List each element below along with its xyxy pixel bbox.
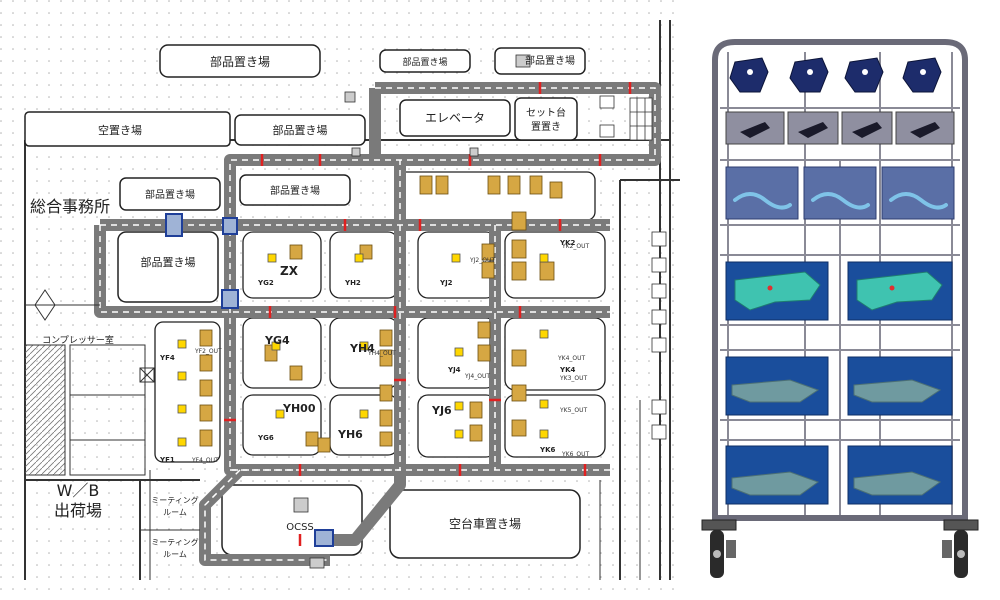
zone-parts-top — [159, 44, 321, 78]
label-meeting2: ミーティング — [151, 537, 199, 547]
label-office: 総合事務所 — [30, 197, 110, 216]
workstations — [177, 54, 667, 569]
zone-parts-row2 — [239, 174, 351, 206]
label-empty-storage: 空置き場 — [98, 123, 142, 137]
label-shipping: 出荷場 — [54, 501, 102, 520]
cell-label: YK6 — [539, 446, 555, 454]
zone-parts-small-1 — [379, 49, 471, 73]
tag-label: YF4_OUT — [191, 457, 219, 464]
cell-label: YG4 — [264, 334, 290, 347]
left-structures — [24, 289, 641, 580]
label-ocss: OCSS — [286, 522, 314, 533]
zone-empty-storage — [24, 111, 231, 147]
cell-labels: YG2 YH2 YJ2 YK2 YG4 YH4 YJ4 YK4 YG6 YH6 … — [159, 239, 575, 464]
cell-label: YH2 — [344, 279, 361, 287]
label-empty-cart: 空台車置き場 — [449, 516, 521, 531]
tag-label: YF2_OUT — [194, 348, 222, 355]
zone-elevator — [399, 99, 511, 137]
tag-labels: YK2_OUT YJ2_OUT YK4_OUT YJ4_OUT YH4_OUT … — [191, 243, 590, 464]
label-parts-top: 部品置き場 — [210, 54, 270, 69]
tag-label: YK5_OUT — [559, 407, 588, 414]
tag-label: YJ4_OUT — [464, 373, 490, 380]
cart-wheels — [701, 519, 979, 578]
cart-frame — [712, 39, 968, 521]
label-elevator: エレベータ — [425, 111, 485, 125]
cell-label: ZX — [280, 264, 299, 278]
cell-label: YK2 — [559, 239, 575, 247]
cell-label: YF4 — [159, 354, 175, 362]
tag-label: YK6_OUT — [561, 451, 590, 458]
factory-floor-plan: 部品置き場 部品置き場 部品置き場 空置き場 部品置き場 エレベータ セット台 … — [0, 0, 680, 600]
cart-row5-boxes — [725, 356, 953, 416]
label-parts-row2: 部品置き場 — [270, 184, 320, 197]
label-wb: W／B — [57, 481, 100, 500]
label-meeting1b: ルーム — [163, 508, 187, 517]
cell-label: YJ6 — [431, 404, 452, 417]
cell-label: YG6 — [257, 434, 274, 442]
label-parts-small-1: 部品置き場 — [402, 56, 447, 68]
cell-label: YF1 — [159, 456, 175, 464]
label-set-cart: セット台 — [526, 106, 566, 119]
label-parts-left-upper: 部品置き場 — [145, 188, 195, 201]
label-meeting1: ミーティング — [151, 495, 199, 505]
label-parts-big: 部品置き場 — [141, 255, 196, 269]
cell-label: YH6 — [337, 428, 363, 441]
cart-row2-boxes — [725, 111, 955, 145]
cell-label: YH00 — [282, 402, 316, 415]
cell-label: YK4 — [559, 366, 575, 374]
zone-parts-mid — [234, 114, 366, 146]
cart-row6-boxes — [725, 445, 953, 505]
cell-label: YJ2 — [439, 279, 453, 287]
cart-row3-boxes — [725, 166, 955, 220]
cell-label: YJ4 — [447, 366, 461, 374]
parts-cart-illustration — [701, 39, 979, 578]
label-parts-mid: 部品置き場 — [273, 123, 328, 137]
zone-labels: 部品置き場 部品置き場 部品置き場 空置き場 部品置き場 エレベータ セット台 … — [30, 54, 575, 559]
tag-label: YJ2_OUT — [469, 257, 495, 264]
label-set-cart-2: 置置き — [531, 121, 561, 133]
cart-row4-boxes — [725, 261, 953, 321]
zone-parts-small-2 — [494, 47, 586, 75]
zone-empty-cart — [389, 489, 581, 559]
tag-label: YK4_OUT — [557, 355, 586, 362]
zone-set-cart — [514, 97, 578, 141]
tag-label: YH4_OUT — [367, 350, 396, 357]
zone-parts-left-upper — [119, 177, 221, 211]
label-parts-small-2: 部品置き場 — [525, 54, 575, 67]
label-meeting2b: ルーム — [163, 550, 187, 559]
tag-label: YK2_OUT — [561, 243, 590, 250]
cart-top-parts — [729, 57, 942, 93]
label-compressor: コンプレッサー室 — [42, 334, 114, 346]
tag-label: YK3_OUT — [559, 375, 588, 382]
zones — [24, 44, 586, 559]
cell-label: YG2 — [257, 279, 274, 287]
cell-label: YH4 — [349, 342, 375, 355]
